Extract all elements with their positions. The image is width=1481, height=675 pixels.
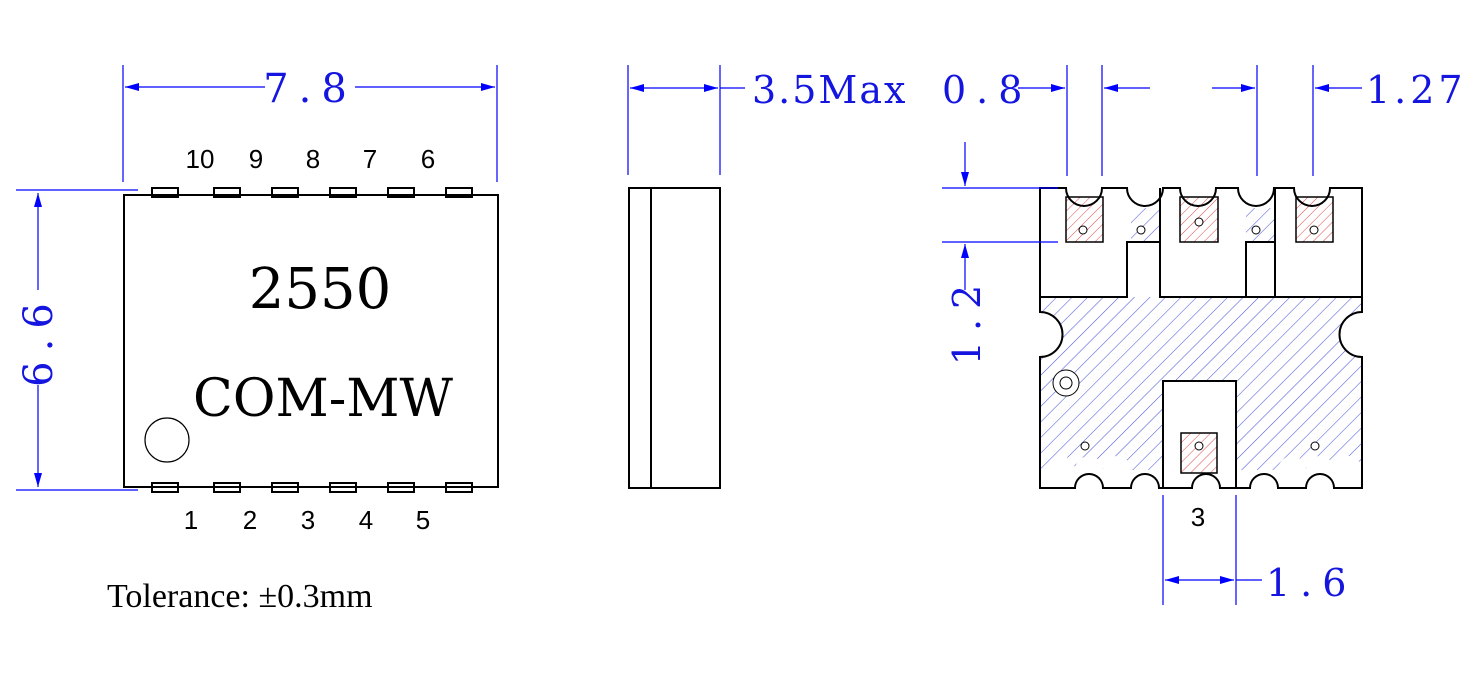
height-dimension-label: 6.6: [16, 293, 62, 387]
via-hole: [1309, 225, 1319, 235]
via-hole: [1078, 225, 1088, 235]
pad-width-dimension-label: 0.8: [942, 68, 1032, 112]
pin-label: 3: [301, 505, 315, 535]
cell-dividers: [1159, 188, 1276, 242]
ground-pad-hatch: [1040, 297, 1362, 470]
via-hole: [1310, 441, 1320, 451]
tolerance-note: Tolerance: ±0.3mm: [107, 578, 373, 615]
thickness-dimension: 3.5Max: [627, 65, 907, 175]
top-leads: [151, 187, 473, 198]
package-body: [123, 194, 499, 488]
pin-label: 9: [249, 144, 263, 174]
top-cell-walls: [1040, 241, 1276, 298]
top-pin-labels: 10 9 8 7 6: [186, 144, 436, 174]
brand-marking: COM-MW: [193, 369, 453, 429]
signal-pad: [1295, 196, 1334, 243]
ground-strip: [1131, 208, 1160, 242]
pin-label: 2: [243, 505, 257, 535]
bottom-pin-labels: 1 2 3 4 5: [184, 505, 430, 535]
pin-label: 6: [421, 144, 435, 174]
ground-strip: [1246, 208, 1276, 242]
via-hole: [1251, 225, 1261, 235]
width-dimension: 7.8: [122, 65, 498, 182]
signal-pad: [1180, 432, 1218, 474]
pad-length-dimension: 1.2: [942, 142, 1058, 365]
signal-pad: [1065, 196, 1104, 243]
pin-label: 7: [363, 144, 377, 174]
height-dimension: 6.6: [16, 189, 138, 491]
via-hole: [1136, 225, 1146, 235]
pad-width-dimension: 0.8: [942, 65, 1150, 176]
thickness-dimension-label: 3.5Max: [752, 68, 907, 112]
mounting-hole-inner: [1059, 376, 1073, 390]
via-hole: [1080, 441, 1090, 451]
pitch-dimension: 1.27: [1212, 65, 1467, 176]
footprint-view: 0.8 1.27 1.2 3 1.6: [942, 65, 1467, 605]
pin-label: 8: [306, 144, 320, 174]
pin-label: 5: [416, 505, 430, 535]
side-view: 3.5Max: [627, 65, 907, 489]
width-dimension-label: 7.8: [263, 66, 357, 112]
pin1-indicator-dot: [144, 417, 190, 463]
footprint-pin-label: 3: [1191, 502, 1205, 532]
pin-label: 10: [186, 144, 215, 174]
pad-length-dimension-label: 1.2: [945, 275, 989, 365]
pin-label: 4: [359, 505, 373, 535]
center-pad-dimension-label: 1.6: [1266, 561, 1356, 605]
bottom-cell-walls: [1162, 380, 1237, 488]
side-body: [628, 187, 721, 489]
via-hole: [1194, 217, 1204, 227]
pitch-dimension-label: 1.27: [1366, 68, 1467, 112]
part-number: 2550: [249, 257, 392, 322]
center-pad-dimension: 1.6: [1162, 495, 1356, 605]
via-hole: [1194, 441, 1204, 451]
top-view: 7.8 6.6 2: [16, 65, 499, 535]
pin-label: 1: [184, 505, 198, 535]
footprint-outline: [1039, 187, 1363, 489]
